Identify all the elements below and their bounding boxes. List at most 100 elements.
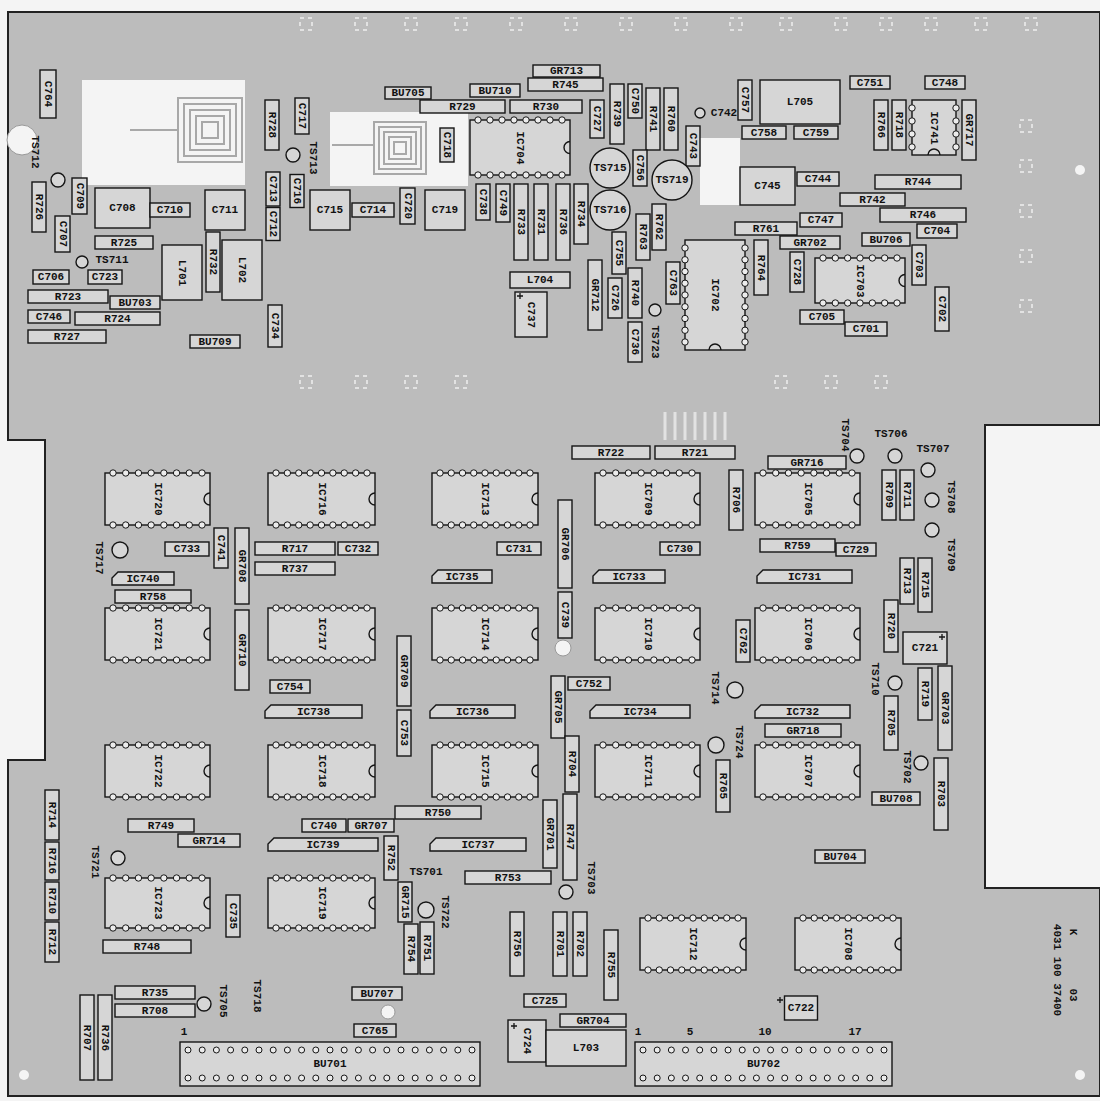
part-body [295, 98, 309, 134]
part-label: R733 [515, 209, 527, 235]
ic-pin [894, 300, 900, 306]
part-label: R717 [282, 543, 308, 555]
board-marking: 1 [181, 1026, 188, 1038]
part-body [214, 528, 228, 568]
ic-notch [204, 493, 210, 505]
ic-pin [823, 470, 829, 476]
ic-pin [284, 522, 290, 528]
part-label: R745 [552, 79, 578, 91]
part-body [628, 84, 642, 118]
ic-pin [493, 522, 499, 528]
ic-pin-group [437, 470, 533, 528]
ic-pin-group [760, 470, 855, 528]
ic-pin [742, 339, 748, 345]
transistor-symbol [559, 885, 573, 899]
ic-pin [318, 875, 324, 881]
part-body [476, 184, 490, 220]
ic-pin [613, 522, 619, 528]
ic-pin [516, 522, 522, 528]
connector-pin [341, 1047, 347, 1053]
part-body [845, 322, 887, 336]
part-label: C759 [803, 127, 829, 139]
part-label: C709 [74, 183, 86, 209]
ic-pin [742, 292, 748, 298]
connector-pin [810, 1047, 816, 1053]
ic-pin [953, 105, 959, 111]
connector-label: BU701 [313, 1058, 346, 1070]
ic-pin [953, 118, 959, 124]
part-body [510, 100, 582, 113]
ic-pin [318, 605, 324, 611]
part-body [880, 208, 966, 222]
ic-pin [676, 742, 682, 748]
ic-pin [186, 925, 192, 931]
part-body [628, 322, 642, 362]
part-label: C712 [267, 211, 279, 237]
ic-pin [689, 794, 695, 800]
part-body [72, 178, 87, 214]
ic-pin [364, 657, 370, 663]
ic-pin-group [760, 605, 855, 663]
ic-pin [341, 605, 347, 611]
part-body [128, 819, 194, 832]
smd-ic-outline [593, 570, 665, 583]
ic-pin [364, 605, 370, 611]
part-body [628, 268, 642, 318]
ic-pin [493, 657, 499, 663]
part-label: C738 [477, 189, 489, 215]
ic-pin [330, 794, 336, 800]
part-label: R761 [753, 223, 779, 235]
ic-pin-group [600, 470, 695, 528]
part-label: GR715 [399, 885, 411, 918]
part-label: GR708 [236, 549, 248, 582]
ic-pin-group [273, 470, 370, 528]
part-label: C725 [532, 995, 558, 1007]
ic-pin [173, 657, 179, 663]
ic-notch [854, 493, 860, 505]
part-label: C744 [805, 173, 831, 185]
connector-pin [355, 1075, 361, 1081]
part-label: C757 [739, 87, 751, 113]
ic-pin [161, 470, 167, 476]
capacitor-label: C719 [432, 204, 458, 216]
ic-pin [471, 794, 477, 800]
ic-pin [364, 875, 370, 881]
ic-pin [459, 794, 465, 800]
connector-pin [753, 1047, 759, 1053]
ic-pin [186, 470, 192, 476]
part-label: R712 [46, 929, 58, 955]
ic-pin [148, 657, 154, 663]
ic-pin [676, 794, 682, 800]
ic-pin [504, 470, 510, 476]
ic-pin [364, 470, 370, 476]
part-body [729, 470, 743, 530]
connector-pin [341, 1075, 347, 1081]
smd-ic-outline [590, 705, 690, 718]
part-body [735, 222, 797, 235]
part-label: BU710 [478, 85, 511, 97]
part-label: R734 [575, 201, 587, 227]
ic-pin [364, 522, 370, 528]
part-body [716, 760, 730, 812]
ic-label: IC706 [802, 617, 814, 650]
part-label: C755 [613, 240, 625, 266]
ic-pin [110, 742, 116, 748]
connector-pin [412, 1047, 418, 1053]
smd-ic-outline [430, 705, 515, 718]
ic-label: IC707 [802, 754, 814, 787]
part-body [875, 175, 961, 189]
transistor-symbol [197, 997, 211, 1011]
ic-pin [689, 657, 695, 663]
ic-pin [894, 255, 900, 261]
ic-pin [307, 522, 313, 528]
board-marking: TS718 [251, 979, 263, 1012]
ic-pin-group [820, 255, 900, 306]
ic-pin [161, 605, 167, 611]
ic-pin [161, 875, 167, 881]
ic-package [432, 745, 538, 797]
connector-pin [711, 1075, 717, 1081]
ic-pin [110, 925, 116, 931]
part-label: R714 [46, 802, 58, 828]
